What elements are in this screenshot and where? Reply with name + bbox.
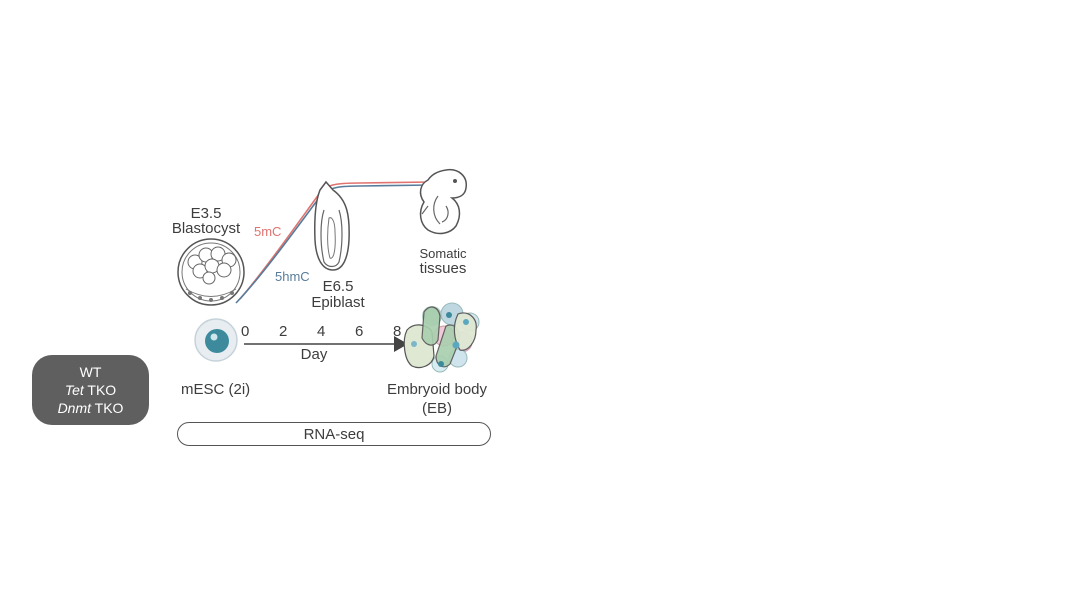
timeline-axis-label: Day [300, 346, 328, 363]
tick-label-day-0: 0 [241, 323, 249, 340]
embryoid-body-label: Embryoid body [386, 381, 488, 398]
genotype-wt: WT [79, 364, 102, 380]
embryoid-body-icon [403, 302, 480, 373]
tick-label-day-8: 8 [393, 323, 401, 340]
embryo-icon [419, 168, 467, 235]
mesc-label: mESC (2i) [181, 381, 251, 398]
blastocyst-icon [177, 238, 245, 306]
epiblast-icon [314, 180, 350, 271]
epiblast-day-label: E6.5 [322, 278, 354, 295]
rna-seq-box: RNA-seq [177, 422, 491, 446]
genotype-box: WT Tet TKO Dnmt TKO [32, 355, 149, 425]
5mc-label: 5mC [254, 224, 282, 239]
somatic-label: Somatic [419, 246, 467, 261]
tick-label-day-2: 2 [279, 323, 287, 340]
eb-abbrev-label: (EB) [422, 400, 452, 417]
genotype-tet-tko: Tet TKO [64, 382, 117, 398]
blastocyst-name-label: Blastocyst [171, 220, 241, 237]
tissues-label: tissues [419, 260, 467, 277]
tick-label-day-4: 4 [317, 323, 325, 340]
tick-label-day-6: 6 [355, 323, 363, 340]
blastocyst-day-label: E3.5 [190, 205, 222, 222]
5hmc-label: 5hmC [275, 269, 310, 284]
rna-seq-label: RNA-seq [303, 425, 365, 443]
genotype-dnmt-tko: Dnmt TKO [57, 400, 124, 416]
epiblast-name-label: Epiblast [311, 294, 365, 311]
timeline-arrowhead [394, 336, 408, 352]
mesc-cell-icon [194, 318, 238, 362]
